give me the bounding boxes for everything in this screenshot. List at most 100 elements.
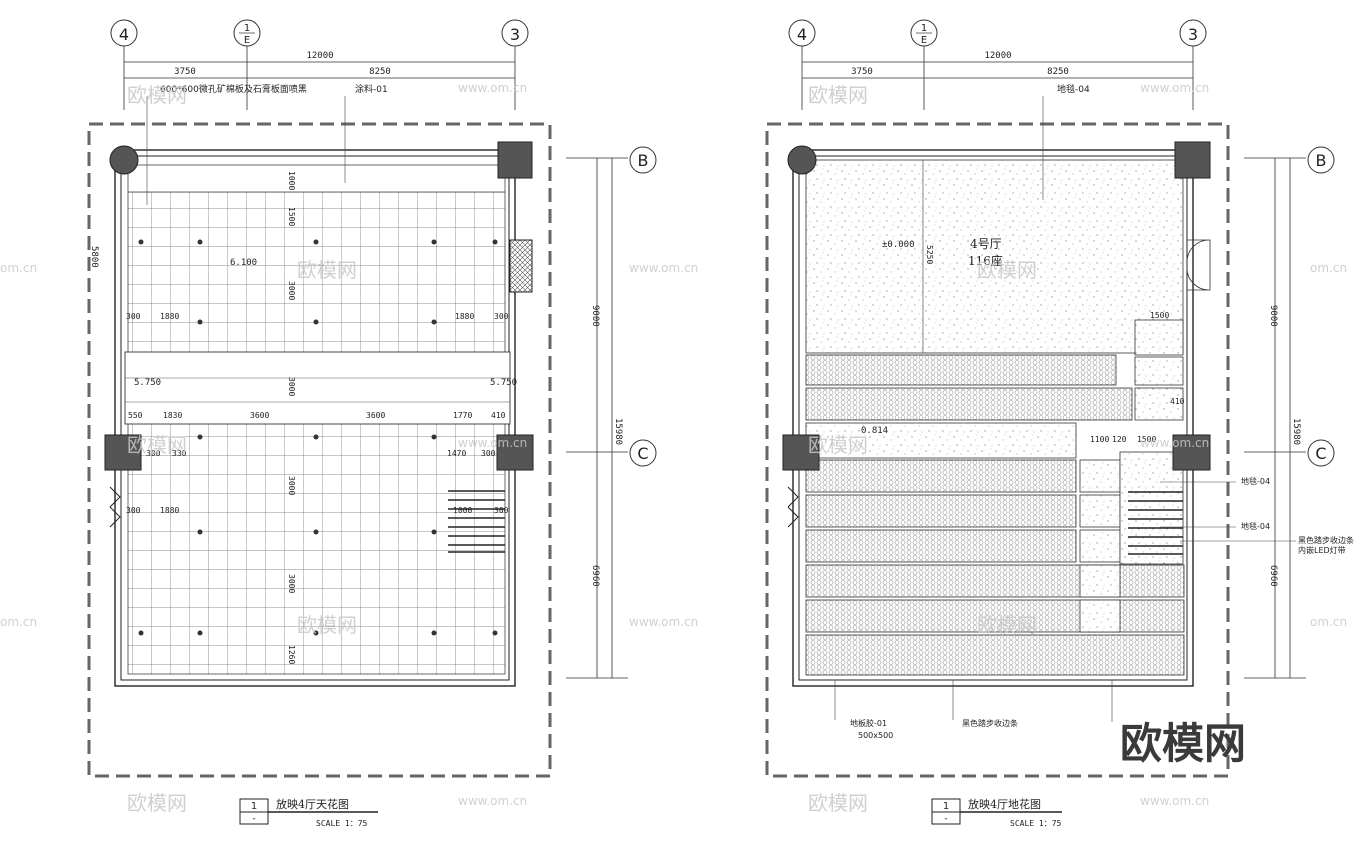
right-dimension-lines: 9000 15980 6960 B C 5800 (89, 146, 657, 679)
svg-text:1: 1 (251, 801, 257, 812)
svg-text:3000: 3000 (287, 377, 296, 396)
svg-text:5250: 5250 (925, 245, 934, 264)
carpet-area (805, 159, 1184, 354)
inner-wall-r (798, 155, 1188, 681)
grid-bubble-1e-r: 1 E (910, 19, 938, 110)
svg-text:-: - (944, 814, 947, 824)
ceiling-grid (127, 191, 506, 675)
svg-text:欧模网: 欧模网 (977, 613, 1037, 637)
svg-text:3000: 3000 (287, 574, 296, 593)
svg-text:5800: 5800 (89, 246, 99, 268)
svg-text:3000: 3000 (287, 476, 296, 495)
seating-rows (805, 354, 1185, 676)
svg-text:放映4厅地花图: 放映4厅地花图 (968, 797, 1041, 811)
svg-text:1880: 1880 (160, 312, 179, 321)
svg-text:550: 550 (128, 411, 143, 420)
svg-text:欧模网: 欧模网 (977, 258, 1037, 282)
svg-text:om.cn: om.cn (0, 615, 37, 629)
svg-text:3750: 3750 (851, 67, 873, 77)
level-mark: 5.750 (134, 378, 161, 388)
square-column-mr (496, 434, 534, 471)
svg-text:1260: 1260 (287, 645, 296, 664)
svg-text:4: 4 (119, 25, 129, 44)
svg-text:B: B (638, 151, 649, 170)
ceiling-row-dims: 300 1880 1880 300 550 1830 3600 3600 177… (126, 312, 509, 515)
wall-niche (509, 239, 533, 293)
svg-text:www.om.cn: www.om.cn (1140, 436, 1209, 450)
hall-name: 4号厅 (970, 237, 1002, 251)
svg-text:6960: 6960 (590, 565, 600, 587)
svg-text:-: - (252, 814, 255, 824)
door-swing (1186, 239, 1211, 291)
bulkhead-band (124, 351, 511, 425)
square-column-tr-r (1174, 141, 1211, 179)
svg-text:放映4厅天花图: 放映4厅天花图 (276, 797, 349, 811)
svg-text:欧模网: 欧模网 (808, 83, 868, 107)
outer-wall-r (792, 149, 1194, 687)
svg-text:15980: 15980 (1291, 418, 1301, 445)
hall-seats: 116座 (968, 253, 1003, 268)
ceiling-soffit (127, 164, 506, 193)
svg-text:1770: 1770 (453, 411, 472, 420)
level-mark: ±0.000 (882, 240, 915, 250)
svg-text:300: 300 (494, 506, 509, 515)
note-carpet-top: 地毯-04 (1057, 83, 1090, 95)
svg-text:6960: 6960 (1268, 565, 1278, 587)
door-symbol-r (787, 486, 799, 528)
plan-boundary-dashed-r (765, 122, 1230, 778)
svg-text:410: 410 (1170, 397, 1185, 406)
top-dimension-lines-r: 12000 3750 8250 (802, 51, 1193, 79)
svg-text:1500: 1500 (287, 207, 296, 226)
svg-text:黑色踏步收边条: 黑色踏步收边条 (962, 718, 1018, 728)
svg-text:12000: 12000 (306, 51, 333, 61)
svg-text:地毯-04: 地毯-04 (1241, 521, 1270, 531)
svg-text:C: C (1315, 444, 1326, 463)
svg-text:黑色踏步收边条: 黑色踏步收边条 (1298, 535, 1354, 545)
square-column-mr-r (1172, 434, 1211, 471)
svg-text:330: 330 (172, 449, 187, 458)
level-mark: 6.100 (230, 258, 257, 268)
grid-bubble-1e: 1 E (233, 19, 261, 110)
svg-text:SCALE 1：75: SCALE 1：75 (316, 819, 368, 828)
svg-text:1880: 1880 (455, 312, 474, 321)
svg-text:E: E (244, 35, 250, 46)
grid-bubble-3: 3 (501, 19, 529, 110)
title-block-left: 1 - 放映4厅天花图 SCALE 1：75 (239, 797, 378, 828)
svg-text:B: B (1316, 151, 1327, 170)
svg-text:1500: 1500 (1150, 311, 1169, 320)
title-block-right: 1 - 放映4厅地花图 SCALE 1：75 (931, 797, 1062, 828)
svg-text:om.cn: om.cn (1310, 261, 1347, 275)
svg-text:www.om.cn: www.om.cn (458, 794, 527, 808)
svg-text:1500: 1500 (1137, 435, 1156, 444)
svg-text:www.om.cn: www.om.cn (1140, 81, 1209, 95)
svg-text:300: 300 (481, 449, 496, 458)
svg-text:9000: 9000 (590, 305, 600, 327)
svg-text:1: 1 (921, 23, 927, 34)
svg-text:300: 300 (146, 449, 161, 458)
svg-text:1000: 1000 (287, 171, 296, 190)
svg-text:www.om.cn: www.om.cn (458, 81, 527, 95)
svg-text:www.om.cn: www.om.cn (629, 615, 698, 629)
svg-text:www.om.cn: www.om.cn (629, 261, 698, 275)
grid-bubble-3-r: 3 (1179, 19, 1207, 110)
svg-text:E: E (921, 35, 927, 46)
round-column-r (787, 145, 817, 175)
svg-text:1: 1 (943, 801, 949, 812)
svg-text:500x500: 500x500 (858, 731, 893, 740)
svg-text:3: 3 (510, 25, 520, 44)
watermarks: 欧模网 www.om.cn 欧模网 www.om.cn om.cn 欧模网 ww… (0, 81, 1347, 815)
svg-text:欧模网: 欧模网 (808, 791, 868, 815)
square-column-ml-r (782, 434, 820, 471)
svg-text:www.om.cn: www.om.cn (458, 436, 527, 450)
svg-text:地板胶-01: 地板胶-01 (850, 718, 887, 728)
plan-boundary-dashed (87, 122, 552, 778)
door-symbol (109, 486, 121, 528)
svg-text:8250: 8250 (369, 67, 391, 77)
svg-text:地毯-04: 地毯-04 (1241, 476, 1270, 486)
square-column-tr (497, 141, 533, 179)
svg-text:1830: 1830 (163, 411, 182, 420)
svg-text:1000: 1000 (453, 506, 472, 515)
outer-wall (114, 149, 516, 687)
svg-text:欧模网: 欧模网 (127, 433, 187, 457)
svg-text:C: C (637, 444, 648, 463)
